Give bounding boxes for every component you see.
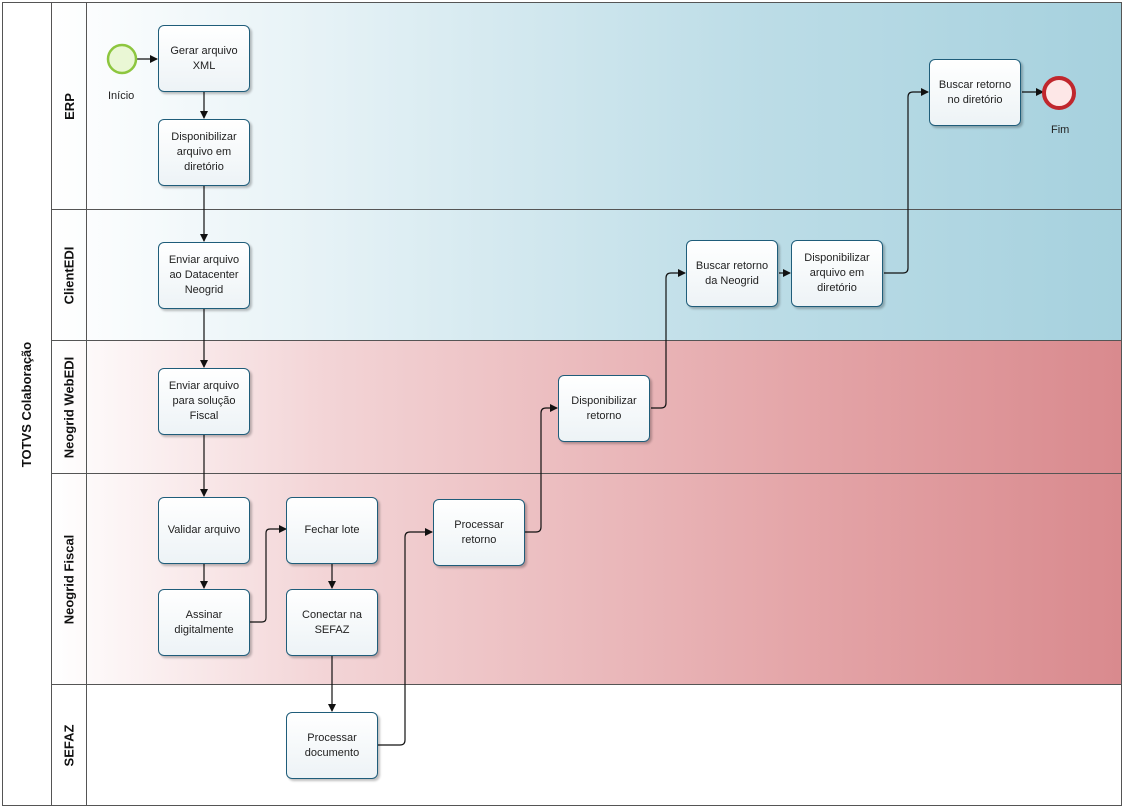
- task-label: Assinar digitalmente: [174, 608, 234, 636]
- end-event-label: Fim: [1051, 124, 1070, 136]
- task-label: Buscar retorno no diretório: [938, 78, 1012, 106]
- flow-assinar-to-fechar: [250, 525, 287, 623]
- start-event: [106, 43, 138, 75]
- end-event: [1042, 76, 1076, 110]
- lane-sefaz: SEFAZ: [52, 685, 1121, 805]
- task-processar-retorno[interactable]: Processar retorno: [433, 499, 525, 566]
- task-label: Enviar arquivo ao Datacenter Neogrid: [168, 254, 240, 296]
- task-label: Gerar arquivo XML: [170, 44, 238, 72]
- task-enviar-solucao-fiscal[interactable]: Enviar arquivo para solução Fiscal: [158, 368, 250, 435]
- lane-header: ClientEDI: [52, 210, 87, 340]
- task-buscar-retorno-neogrid[interactable]: Buscar retorno da Neogrid: [686, 240, 778, 307]
- task-label: Processar documento: [304, 731, 360, 759]
- flow-disp-arquivo2-to-buscar-diretorio: [884, 88, 929, 274]
- task-enviar-datacenter[interactable]: Enviar arquivo ao Datacenter Neogrid: [158, 242, 250, 309]
- flow-processar-retorno-to-disp-retorno: [525, 404, 558, 533]
- task-label: Disponibilizar arquivo em diretório: [804, 252, 870, 294]
- task-label: Buscar retorno da Neogrid: [695, 259, 769, 287]
- task-label: Disponibilizar arquivo em diretório: [171, 131, 237, 173]
- task-disponibilizar-arquivo[interactable]: Disponibilizar arquivo em diretório: [158, 119, 250, 186]
- task-buscar-retorno-diretorio[interactable]: Buscar retorno no diretório: [929, 59, 1021, 126]
- lane-header: ERP: [52, 3, 87, 209]
- flow-processar-doc-to-processar-retorno: [378, 528, 433, 746]
- task-fechar-lote[interactable]: Fechar lote: [286, 497, 378, 564]
- lane-header: SEFAZ: [52, 685, 87, 805]
- pool-header: TOTVS Colaboração: [3, 3, 52, 805]
- task-label: Conectar na SEFAZ: [302, 608, 362, 636]
- task-label: Fechar lote: [304, 524, 360, 536]
- lane-header: Neogrid Fiscal: [52, 474, 87, 684]
- lane-header: Neogrid WebEDI: [52, 341, 87, 473]
- task-conectar-sefaz[interactable]: Conectar na SEFAZ: [286, 589, 378, 656]
- task-validar-arquivo[interactable]: Validar arquivo: [158, 497, 250, 564]
- flow-disp-retorno-to-buscar-neogrid: [651, 269, 686, 409]
- task-gerar-arquivo-xml[interactable]: Gerar arquivo XML: [158, 25, 250, 92]
- task-label: Enviar arquivo para solução Fiscal: [168, 380, 240, 422]
- task-label: Validar arquivo: [167, 524, 241, 536]
- task-disponibilizar-arquivo-2[interactable]: Disponibilizar arquivo em diretório: [791, 240, 883, 307]
- task-label: Processar retorno: [454, 518, 504, 546]
- start-event-label: Início: [108, 90, 135, 102]
- task-assinar-digitalmente[interactable]: Assinar digitalmente: [158, 589, 250, 656]
- task-label: Disponibilizar retorno: [571, 394, 637, 422]
- task-processar-documento[interactable]: Processar documento: [286, 712, 378, 779]
- task-disponibilizar-retorno[interactable]: Disponibilizar retorno: [558, 375, 650, 442]
